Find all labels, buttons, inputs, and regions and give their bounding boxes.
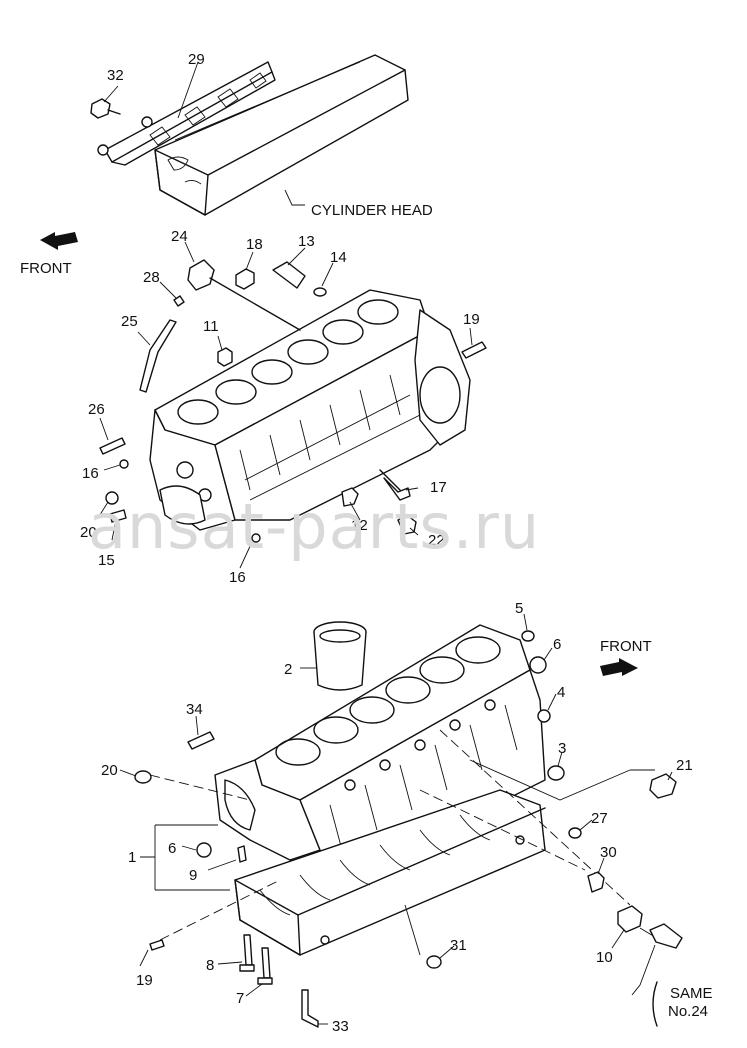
small-parts-bottom — [134, 630, 683, 1028]
part-number-19: 19 — [463, 311, 480, 328]
front-label-bottom: FRONT — [600, 638, 652, 655]
cylinder-head-label: CYLINDER HEAD — [311, 202, 433, 219]
part-number-25: 25 — [121, 313, 138, 330]
plug-20 — [105, 491, 119, 505]
stud-34 — [187, 731, 215, 750]
bolt-32 — [90, 98, 121, 119]
part-number-32: 32 — [107, 67, 124, 84]
leaders-top — [97, 241, 473, 569]
pin-9 — [237, 845, 247, 863]
plug-5 — [521, 630, 535, 642]
bolt-8 — [243, 934, 253, 966]
part-number-4: 4 — [557, 684, 565, 701]
plug-11 — [217, 347, 233, 367]
washer-14 — [313, 287, 327, 297]
part-number-3: 3 — [558, 740, 566, 757]
part-number-34: 34 — [186, 701, 203, 718]
sensor-18 — [235, 268, 255, 290]
part-number-22: 22 — [428, 532, 445, 549]
part-number-20: 20 — [101, 762, 118, 779]
part-number-5: 5 — [515, 600, 523, 617]
part-number-16: 16 — [82, 465, 99, 482]
plug-3 — [547, 765, 565, 781]
pin-19b — [149, 939, 165, 951]
plug-12 — [341, 487, 359, 507]
part-number-9: 9 — [189, 867, 197, 884]
part-number-1: 1 — [128, 849, 136, 866]
same-label: SAME — [670, 985, 713, 1002]
pin-19 — [461, 341, 487, 359]
part-number-19: 19 — [136, 972, 153, 989]
part-number-27: 27 — [591, 810, 608, 827]
plug-13 — [272, 261, 306, 289]
plug-4 — [537, 709, 551, 723]
part-number-16: 16 — [229, 569, 246, 586]
same-number-label: No.24 — [668, 1003, 708, 1020]
front-arrow-top — [40, 232, 78, 250]
plug-28 — [173, 295, 185, 307]
part-number-10: 10 — [596, 949, 613, 966]
part-number-11: 11 — [203, 318, 219, 335]
fitting-10 — [617, 905, 643, 933]
part-number-6: 6 — [553, 636, 561, 653]
plug-31 — [426, 955, 442, 969]
fitting-same-24 — [649, 923, 683, 949]
cylinder-head — [154, 54, 409, 216]
part-number-17: 17 — [430, 479, 447, 496]
part-number-2: 2 — [284, 661, 292, 678]
part-number-15: 15 — [98, 552, 115, 569]
cylinder-block-bottom — [214, 624, 546, 956]
pin-15 — [109, 509, 127, 523]
injector-rail-29 — [97, 61, 276, 166]
part-number-24: 24 — [171, 228, 188, 245]
part-number-14: 14 — [330, 249, 347, 266]
part-number-6: 6 — [168, 840, 176, 857]
watermark: ansat-parts.ru — [88, 490, 540, 563]
nozzle-17 — [383, 477, 411, 501]
plug-6a — [529, 656, 547, 674]
pipe-25 — [139, 319, 177, 393]
part-number-29: 29 — [188, 51, 205, 68]
part-number-26: 26 — [88, 401, 105, 418]
bolt-7 — [261, 947, 271, 979]
plug-20b — [134, 770, 152, 784]
part-number-18: 18 — [246, 236, 263, 253]
part-number-21: 21 — [676, 757, 693, 774]
liner-2 — [313, 621, 367, 691]
front-arrow-bottom — [600, 658, 638, 676]
part-number-13: 13 — [298, 233, 315, 250]
part-number-8: 8 — [206, 957, 214, 974]
stud-26 — [99, 437, 126, 455]
part-number-12: 12 — [351, 517, 368, 534]
plug-27 — [568, 827, 582, 839]
plug-6b — [196, 842, 212, 858]
part-number-28: 28 — [143, 269, 160, 286]
part-number-33: 33 — [332, 1018, 349, 1035]
part-number-20: 20 — [80, 524, 97, 541]
ring-16a — [119, 459, 129, 469]
front-label-top: FRONT — [20, 260, 72, 277]
cylinder-block-top — [149, 289, 471, 531]
leaders-bottom — [119, 613, 673, 1025]
same-bracket — [652, 981, 658, 1027]
bolt-30 — [587, 871, 605, 893]
nozzle-33 — [301, 989, 319, 1028]
part-number-31: 31 — [450, 937, 467, 954]
bolt-21 — [649, 773, 677, 799]
fitting-24 — [187, 259, 215, 291]
ring-16b — [251, 533, 261, 543]
part-number-30: 30 — [600, 844, 617, 861]
part-number-7: 7 — [236, 990, 244, 1007]
